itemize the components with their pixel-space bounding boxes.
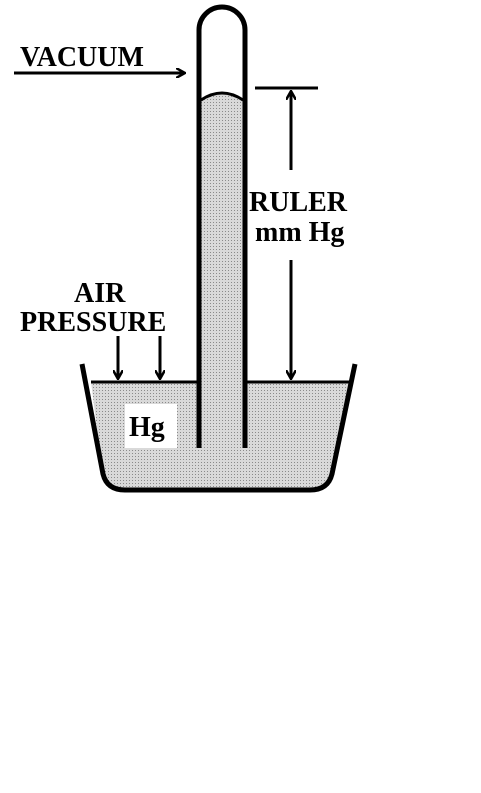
mercury-meniscus [200, 91, 244, 102]
air-label: AIR [74, 278, 126, 309]
mercury-label-bg [125, 404, 177, 448]
vacuum-label: VACUUM [20, 42, 144, 73]
glass-tube [196, 4, 248, 448]
tube-mercury-column [201, 94, 243, 448]
ruler-units-label: mm Hg [255, 217, 344, 248]
pressure-label: PRESSURE [20, 307, 166, 338]
ruler-label: RULER [249, 187, 348, 218]
mercury-label: Hg [129, 412, 165, 443]
dish-outline [79, 363, 358, 493]
